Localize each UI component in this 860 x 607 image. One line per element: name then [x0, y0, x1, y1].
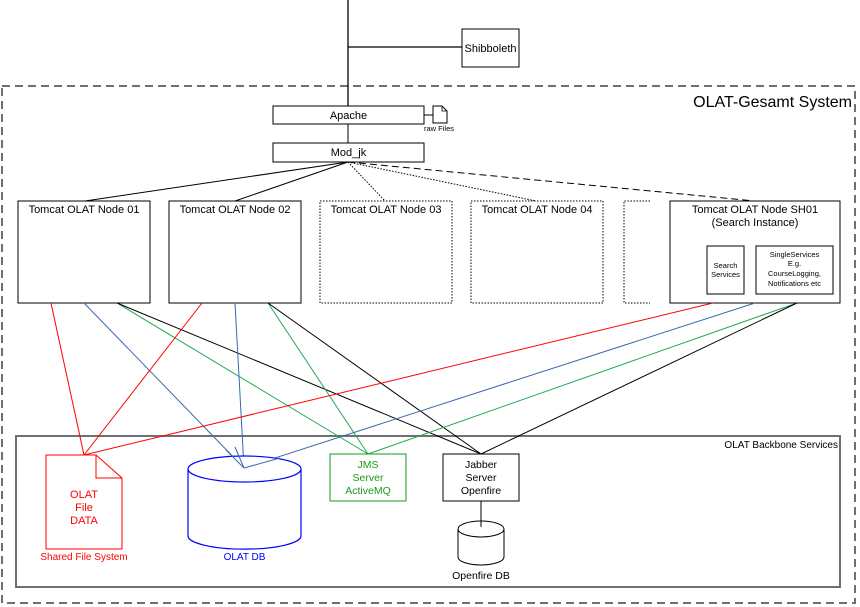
raw-files-label: raw Files	[424, 124, 454, 133]
node-label: Tomcat OLAT Node 03	[331, 204, 442, 216]
backbone-label: OLAT Backbone Services	[724, 440, 838, 451]
link-db-tip	[243, 457, 281, 469]
olat-db-cylinder[interactable]	[187, 455, 302, 550]
link-node02-jms	[267, 302, 369, 455]
jms-line: ActiveMQ	[345, 485, 391, 497]
shibboleth-label: Shibboleth	[465, 43, 517, 55]
tomcat-node-01[interactable]: Tomcat OLAT Node 01	[17, 200, 151, 304]
tomcat-node-04[interactable]: Tomcat OLAT Node 04	[470, 200, 604, 304]
olat-db-label: OLAT DB	[224, 552, 266, 563]
node-label: Tomcat OLAT Node 01	[29, 204, 140, 216]
jabber-line: Server	[466, 472, 497, 484]
backbone-boundary	[15, 435, 841, 588]
jabber-line: Openfire	[461, 485, 501, 497]
single-services-line: CourseLogging,	[768, 269, 821, 278]
jms-server-box[interactable]: JMS Server ActiveMQ	[329, 453, 407, 502]
link-sh01-jabber	[480, 302, 798, 455]
single-services-box[interactable]: SingleServices E.g. CourseLogging, Notif…	[755, 245, 834, 295]
olat-file-data[interactable]: OLAT File DATA	[45, 454, 123, 550]
search-services-line: Search	[714, 261, 738, 270]
jms-line: Server	[353, 472, 384, 484]
file-data-line: DATA	[70, 515, 98, 527]
shibboleth-box[interactable]: Shibboleth	[461, 28, 520, 68]
system-boundary	[1, 85, 856, 604]
node-label: Tomcat OLAT Node 02	[180, 204, 291, 216]
raw-files-icon	[432, 105, 448, 124]
apache-label: Apache	[330, 110, 367, 122]
link-db-tip	[234, 446, 245, 469]
link-node01-jms	[116, 302, 369, 455]
mod-jk-box[interactable]: Mod_jk	[272, 142, 425, 163]
sh01-subtitle: (Search Instance)	[712, 217, 799, 229]
modjk-node03-link	[347, 161, 386, 202]
link-sh01-jms	[367, 302, 798, 455]
shared-file-system-label: Shared File System	[40, 552, 127, 563]
mod-jk-label: Mod_jk	[331, 147, 367, 159]
node-label: Tomcat OLAT Node 04	[482, 204, 593, 216]
tomcat-node-03[interactable]: Tomcat OLAT Node 03	[319, 200, 453, 304]
search-services-box[interactable]: Search Services	[706, 245, 745, 295]
link-sh01-file	[83, 302, 714, 456]
link-node01-jabber	[116, 302, 482, 455]
link-node02-db	[234, 302, 245, 469]
jms-line: JMS	[358, 459, 379, 471]
modjk-sh01-link	[347, 161, 756, 202]
jabber-server-box[interactable]: Jabber Server Openfire	[442, 453, 520, 502]
system-label: OLAT-Gesamt System	[693, 94, 852, 111]
tomcat-node-02[interactable]: Tomcat OLAT Node 02	[168, 200, 302, 304]
openfire-db-label: Openfire DB	[452, 570, 510, 582]
single-services-line: Notifications etc	[768, 279, 821, 288]
file-data-line: OLAT	[70, 489, 98, 501]
jabber-line: Jabber	[465, 459, 498, 471]
single-services-line: E.g.	[788, 259, 801, 268]
tomcat-node-sh01[interactable]: Tomcat OLAT Node SH01 (Search Instance) …	[669, 200, 841, 304]
link-db-tip	[225, 449, 245, 469]
search-services-line: Services	[711, 270, 740, 279]
more-nodes-placeholder	[623, 200, 650, 304]
file-data-line: File	[75, 502, 93, 514]
link-node01-db	[83, 302, 245, 469]
link-node02-jabber	[267, 302, 482, 455]
modjk-node01-link	[84, 161, 349, 202]
link-node02-file	[83, 302, 203, 456]
sh01-title: Tomcat OLAT Node SH01	[692, 204, 818, 216]
modjk-node04-link	[347, 161, 537, 202]
openfire-db-cylinder[interactable]	[457, 520, 505, 566]
link-sh01-db	[243, 302, 756, 469]
link-node01-file	[50, 302, 85, 456]
single-services-line: SingleServices	[770, 250, 820, 259]
apache-box[interactable]: Apache	[272, 105, 425, 125]
service-links	[50, 302, 798, 469]
modjk-node02-link	[234, 161, 349, 202]
